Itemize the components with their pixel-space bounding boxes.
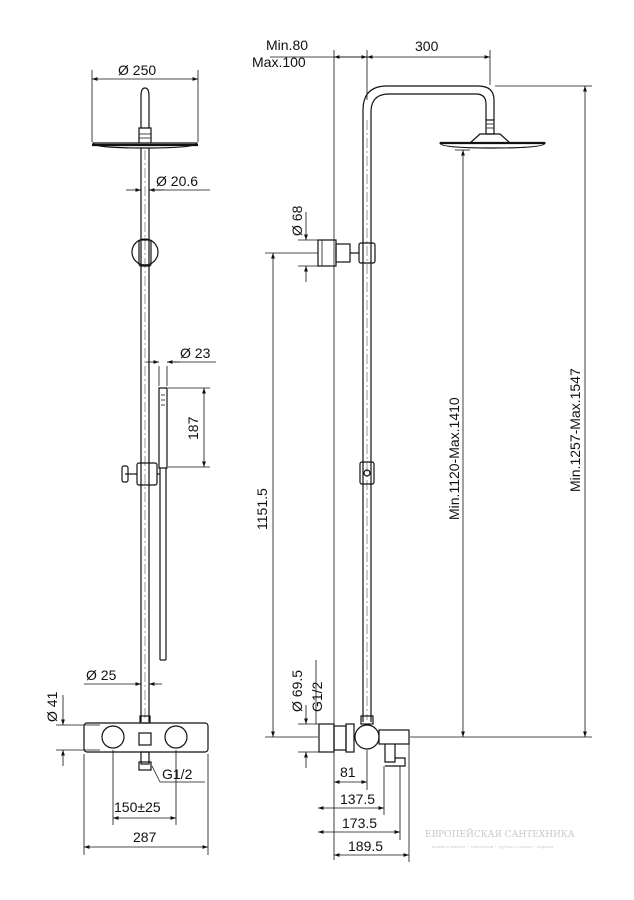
front-riser-pipe: [140, 148, 150, 722]
side-slider: [359, 461, 375, 485]
dim-wall-offset: Min.80 Max.100: [252, 37, 368, 100]
dim-escutcheon-diameter: Ø 69.5: [289, 670, 319, 768]
label-inlet-thread: G1/2: [162, 766, 193, 782]
dim-inlet-spacing: 150±25: [112, 750, 177, 825]
label-escutcheon-diameter: Ø 69.5: [289, 670, 305, 712]
label-body-height: Ø 41: [44, 691, 60, 722]
dim-arm-length: 300: [367, 38, 491, 85]
dim-depth-1: 81: [334, 750, 368, 790]
dim-head-diameter: Ø 250: [91, 62, 199, 142]
front-view: Ø 250 Ø 20.6 Ø 23 187 Ø 25: [44, 62, 216, 855]
label-body-width: 287: [133, 829, 157, 845]
side-view: Min.80 Max.100 300 Ø 68 1151.5 Min.1120-…: [252, 37, 592, 862]
dim-total-height: Min.1257-Max.1547: [470, 85, 592, 738]
dim-pipe-bottom-diameter: Ø 25: [84, 667, 162, 686]
dim-hand-shower-length: 187: [168, 387, 210, 468]
label-pipe-diameter: Ø 20.6: [156, 173, 198, 189]
label-wall-offset: Min.80: [266, 37, 308, 53]
dim-hand-shower-diameter: Ø 23: [146, 345, 216, 386]
label-bracket-diameter: Ø 68: [289, 205, 305, 236]
label-pipe-bottom-diameter: Ø 25: [86, 667, 117, 683]
dim-bracket-diameter: Ø 68: [289, 205, 318, 282]
watermark: ЕВРОПЕЙСКАЯ САНТЕХНИКА ванны и ванные • …: [425, 828, 575, 849]
dim-pipe-diameter: Ø 20.6: [126, 173, 210, 192]
side-wall-bracket: [317, 239, 376, 267]
label-head-diameter: Ø 250: [118, 62, 156, 78]
dim-body-height: Ø 41: [44, 691, 100, 766]
label-wall-offset-max: Max.100: [252, 54, 306, 70]
front-hand-shower: [158, 387, 168, 661]
label-depth-4: 189.5: [348, 838, 383, 854]
label-depth-3: 173.5: [342, 815, 377, 831]
label-inlet-spacing: 150±25: [114, 799, 161, 815]
side-riser-and-arm: [362, 85, 495, 722]
dim-depth-3: 173.5: [318, 766, 401, 840]
watermark-title: ЕВРОПЕЙСКАЯ САНТЕХНИКА: [425, 828, 575, 840]
dim-depth-2: 137.5: [318, 766, 385, 815]
dim-inlet-thread: G1/2: [151, 765, 205, 783]
side-mixer-body: [318, 715, 410, 767]
label-head-height: Min.1120-Max.1410: [446, 397, 462, 520]
front-holder: [131, 238, 159, 267]
label-hand-shower-length: 187: [185, 416, 201, 440]
front-slider: [121, 462, 160, 486]
front-mixer-body: [83, 715, 209, 771]
label-depth-1: 81: [340, 764, 356, 780]
label-arm-length: 300: [415, 38, 439, 54]
label-depth-2: 137.5: [340, 791, 375, 807]
label-side-thread: G1/2: [309, 681, 325, 712]
watermark-subtitle: ванны и ванные • смесители • трубки и см…: [432, 844, 554, 849]
side-shower-head: [439, 119, 546, 149]
dim-body-width: 287: [83, 754, 209, 855]
front-shower-head: [92, 87, 198, 149]
label-total-height: Min.1257-Max.1547: [567, 368, 583, 492]
dim-side-thread: G1/2: [309, 660, 325, 724]
dim-bracket-height: 1151.5: [254, 252, 318, 738]
label-hand-shower-diameter: Ø 23: [180, 345, 211, 361]
dim-depth-4: 189.5: [334, 744, 410, 862]
dim-head-height: Min.1120-Max.1410: [410, 149, 470, 738]
label-bracket-height: 1151.5: [254, 488, 270, 530]
